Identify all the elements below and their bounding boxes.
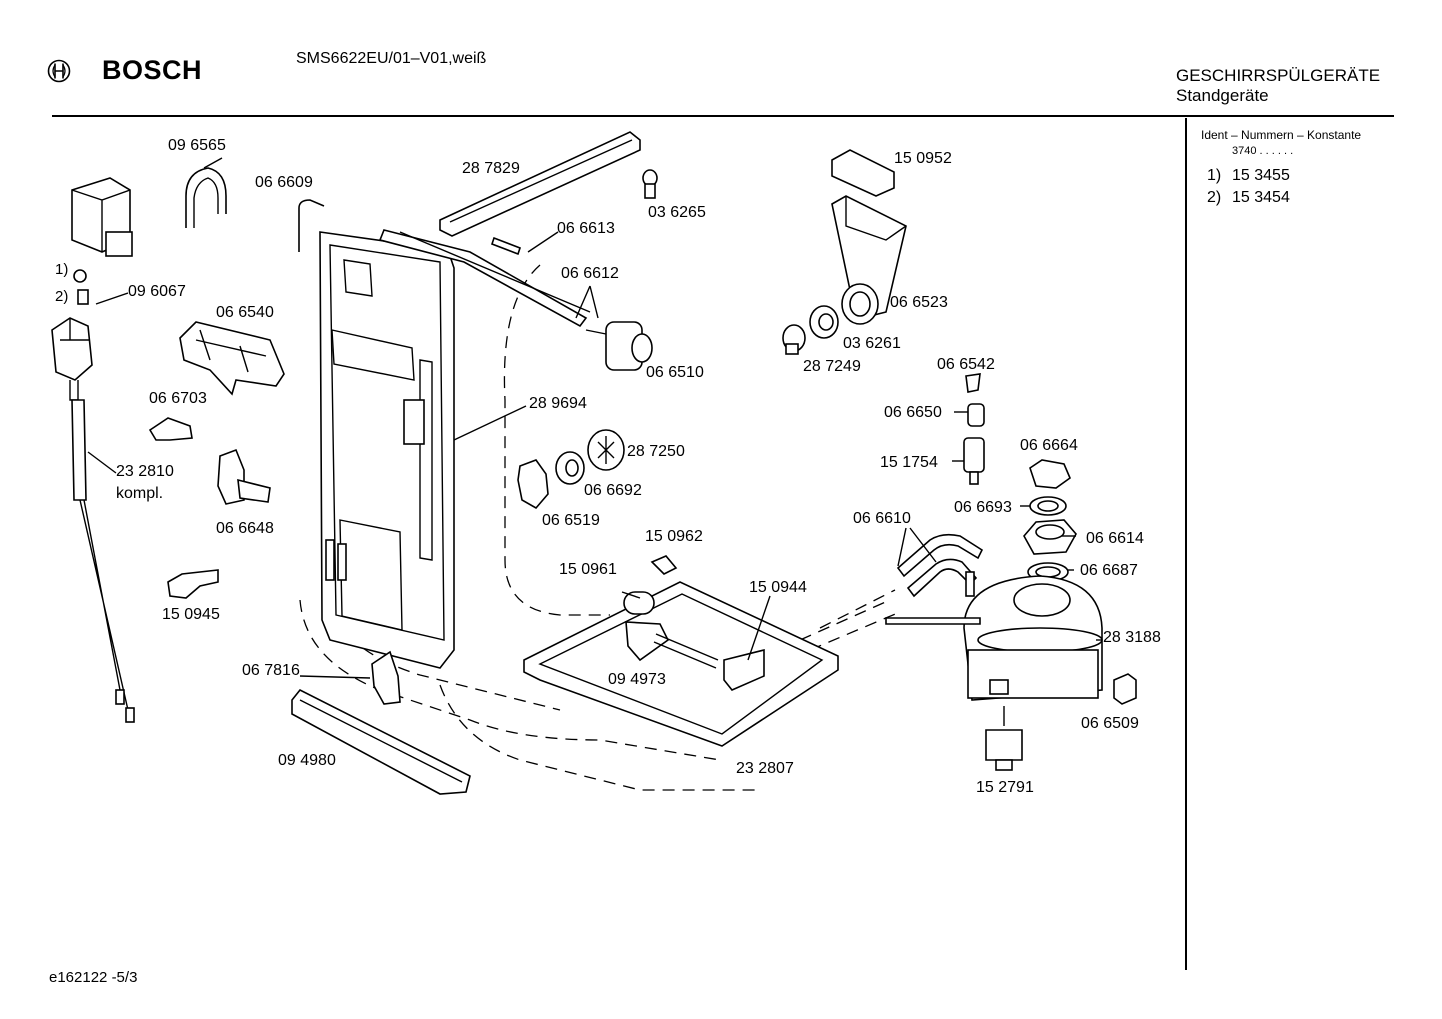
outline-dashed <box>799 589 901 651</box>
part-label: 06 6613 <box>557 220 615 237</box>
ident-title: Ident – Nummern – Konstante <box>1201 128 1362 142</box>
part-label: 06 6614 <box>1086 530 1144 547</box>
part-066650 <box>967 403 985 427</box>
part-096565 <box>185 157 227 228</box>
sidebar-divider <box>1185 118 1187 970</box>
part-150952 <box>831 149 895 197</box>
brand-name: BOSCH <box>102 55 203 85</box>
part-287829 <box>439 131 641 237</box>
part-066648 <box>217 448 271 505</box>
part-label: 15 0952 <box>894 150 952 167</box>
part-036261 <box>809 305 839 339</box>
part-066692 <box>555 451 585 485</box>
bosch-armature-icon <box>47 59 71 83</box>
part-label: 28 7249 <box>803 358 861 375</box>
document-code: e162122 -5/3 <box>49 969 138 986</box>
ident-variant-number: 15 3454 <box>1232 189 1290 206</box>
part-066510 <box>585 321 653 371</box>
part-066614 <box>1023 519 1077 555</box>
ident-variant-key: 1) <box>1207 167 1222 184</box>
part-label: 06 6612 <box>561 265 619 282</box>
footnote-marker: 1) <box>55 261 68 278</box>
outline-dashed <box>299 599 721 761</box>
part-control-box <box>71 177 133 305</box>
part-066693 <box>1029 496 1067 516</box>
outline-dashed <box>503 264 610 616</box>
part-label: 15 1754 <box>880 454 938 471</box>
part-289694 <box>319 231 455 669</box>
model-number: SMS6622EU/01–V01,weiß <box>296 50 487 67</box>
part-066540 <box>179 321 285 396</box>
part-label: 06 6693 <box>954 499 1012 516</box>
category-subtitle: Standgeräte <box>1176 86 1269 105</box>
part-label: 06 6523 <box>890 294 948 311</box>
ident-variant-key: 2) <box>1207 189 1222 206</box>
part-150945 <box>167 569 219 599</box>
part-label: 15 0961 <box>559 561 617 578</box>
part-label: 06 6519 <box>542 512 600 529</box>
part-label: 06 7816 <box>242 662 300 679</box>
part-287249 <box>782 324 806 355</box>
part-label: 28 9694 <box>529 395 587 412</box>
part-036265 <box>642 169 658 199</box>
part-label: 06 6510 <box>646 364 704 381</box>
part-label: 06 6610 <box>853 510 911 527</box>
footnote-marker: 2) <box>55 288 68 305</box>
part-label: 15 2791 <box>976 779 1034 796</box>
part-label: 15 0962 <box>645 528 703 545</box>
part-label: 06 6509 <box>1081 715 1139 732</box>
part-label: 09 6067 <box>128 283 186 300</box>
part-283188 <box>885 575 1103 701</box>
part-152791 <box>985 706 1023 771</box>
part-label: 09 6565 <box>168 137 226 154</box>
part-066609 <box>298 199 325 252</box>
part-label: 06 6650 <box>884 404 942 421</box>
part-151754 <box>963 437 985 485</box>
ident-variant-number: 15 3455 <box>1232 167 1290 184</box>
part-label: 06 6692 <box>584 482 642 499</box>
part-066613 <box>490 236 522 256</box>
part-label: 23 2807 <box>736 760 794 777</box>
ident-constant: 3740 . . . . . . <box>1232 145 1294 157</box>
part-label: 06 6648 <box>216 520 274 537</box>
part-066703 <box>148 417 193 441</box>
part-label: 28 3188 <box>1103 629 1161 646</box>
header-divider <box>52 115 1394 117</box>
part-094980 <box>291 688 471 795</box>
part-label: kompl. <box>116 485 163 502</box>
part-096067 <box>51 317 135 723</box>
part-label: 06 6609 <box>255 174 313 191</box>
part-label: 06 6664 <box>1020 437 1078 454</box>
part-label: 06 6687 <box>1080 562 1138 579</box>
part-label: 06 6703 <box>149 390 207 407</box>
part-232807 <box>523 555 839 747</box>
part-066519 <box>517 459 549 510</box>
category-title: GESCHIRRSPÜLGERÄTE <box>1176 66 1381 85</box>
part-label: 15 0944 <box>749 579 807 596</box>
leader-lines <box>87 231 1102 679</box>
part-066664 <box>1029 459 1071 489</box>
part-066542 <box>965 373 981 393</box>
part-067816 <box>371 650 401 705</box>
part-label: 15 0945 <box>162 606 220 623</box>
part-label: 03 6265 <box>648 204 706 221</box>
part-label: 06 6542 <box>937 356 995 373</box>
part-label: 28 7829 <box>462 160 520 177</box>
part-287250 <box>587 429 625 471</box>
part-label: 09 4980 <box>278 752 336 769</box>
part-label: 03 6261 <box>843 335 901 352</box>
part-066523 <box>831 195 907 325</box>
part-066509 <box>1113 673 1137 705</box>
part-066612 <box>378 229 588 328</box>
part-label: 23 2810 <box>116 463 174 480</box>
part-label: 09 4973 <box>608 671 666 688</box>
outline-dashed <box>439 684 760 791</box>
part-label: 06 6540 <box>216 304 274 321</box>
part-label: 28 7250 <box>627 443 685 460</box>
